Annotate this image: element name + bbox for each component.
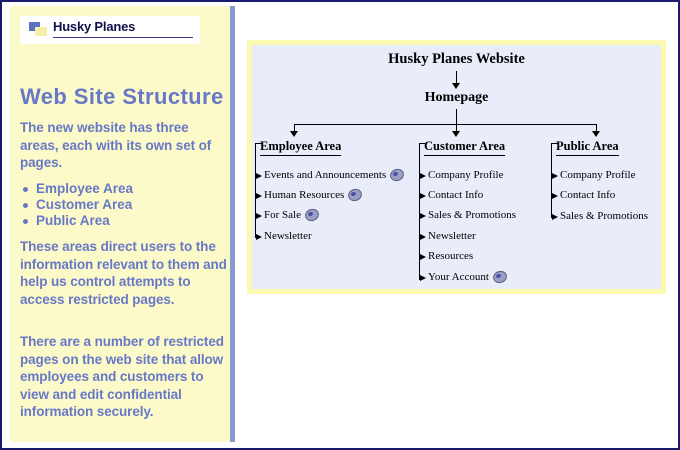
- item-label: Newsletter: [264, 230, 312, 242]
- logo-yellow-square: [35, 27, 47, 36]
- arrow-right-icon: [420, 275, 426, 281]
- item-label: Events and Announcements: [264, 169, 387, 181]
- site-structure-diagram: Husky Planes Website Homepage Employee A…: [247, 40, 666, 294]
- item-label: Contact Info: [560, 189, 616, 201]
- item-label: Human Resources: [264, 189, 345, 201]
- arrow-down-icon: [290, 131, 298, 137]
- arrow-right-icon: [256, 193, 262, 199]
- connector-root-to-homepage: [456, 71, 457, 85]
- public-spine-top: [551, 143, 558, 144]
- customer-spine-top: [419, 143, 426, 144]
- sidebar-area-list: Employee Area Customer Area Public Area: [22, 181, 133, 229]
- item-employee-2: For Sale: [264, 207, 321, 223]
- arrow-down-icon: [452, 131, 460, 137]
- arrow-right-icon: [420, 254, 426, 260]
- arrow-right-icon: [552, 173, 558, 179]
- sidebar-paragraph-1: The new website has three areas, each wi…: [20, 120, 212, 170]
- item-public-0: Company Profile: [560, 169, 635, 181]
- list-item: Public Area: [22, 213, 133, 229]
- logo-underline: [53, 37, 193, 38]
- arrow-right-icon: [552, 193, 558, 199]
- item-customer-0: Company Profile: [428, 169, 503, 181]
- diagram-root-title: Husky Planes Website: [388, 51, 525, 67]
- sidebar-divider: [230, 6, 235, 442]
- arrow-down-icon: [452, 83, 460, 89]
- connector-drop-employee: [294, 124, 295, 133]
- connector-drop-public: [596, 124, 597, 133]
- item-employee-3: Newsletter: [264, 230, 312, 242]
- arrow-right-icon: [256, 213, 262, 219]
- item-customer-4: Resources: [428, 250, 473, 262]
- list-item: Employee Area: [22, 181, 133, 197]
- item-employee-1: Human Resources: [264, 187, 364, 203]
- arrow-right-icon: [420, 173, 426, 179]
- item-customer-2: Sales & Promotions: [428, 209, 516, 221]
- secure-disc-icon: [491, 269, 509, 285]
- item-customer-3: Newsletter: [428, 230, 476, 242]
- item-label: For Sale: [264, 209, 301, 221]
- connector-branch-bus: [294, 124, 596, 125]
- sidebar: Husky Planes Web Site Structure The new …: [10, 6, 235, 442]
- secure-disc-icon: [388, 167, 406, 183]
- arrow-right-icon: [420, 193, 426, 199]
- column-header-employee-area: Employee Area: [260, 139, 342, 156]
- employee-spine-top: [255, 143, 262, 144]
- sidebar-paragraph-3: There are a number of restricted pages o…: [20, 334, 224, 419]
- logo-blue-square: [29, 22, 40, 31]
- item-employee-0: Events and Announcements: [264, 167, 406, 183]
- connector-homepage-stem: [456, 109, 457, 124]
- arrow-right-icon: [256, 173, 262, 179]
- arrow-right-icon: [552, 214, 558, 220]
- sidebar-paragraph-2: These areas direct users to the informat…: [20, 239, 227, 307]
- connector-drop-customer: [456, 124, 457, 133]
- employee-spine: [255, 143, 256, 238]
- item-public-1: Contact Info: [560, 189, 615, 201]
- secure-disc-icon: [346, 187, 364, 203]
- diagram-homepage-title: Homepage: [424, 90, 489, 105]
- item-label: Company Profile: [428, 169, 504, 181]
- column-header-public-area: Public Area: [556, 139, 619, 156]
- item-label: Contact Info: [428, 189, 484, 201]
- item-public-2: Sales & Promotions: [560, 210, 648, 222]
- item-label: Your Account: [428, 271, 489, 283]
- item-customer-5: Your Account: [428, 269, 509, 285]
- arrow-right-icon: [420, 213, 426, 219]
- item-label: Sales & Promotions: [560, 210, 649, 222]
- page-title: Web Site Structure: [20, 84, 224, 109]
- item-label: Company Profile: [560, 169, 636, 181]
- secure-disc-icon: [303, 207, 321, 223]
- arrow-down-icon: [592, 131, 600, 137]
- column-header-customer-area: Customer Area: [424, 139, 506, 156]
- item-label: Sales & Promotions: [428, 209, 517, 221]
- logo-box: Husky Planes: [20, 16, 200, 44]
- item-customer-1: Contact Info: [428, 189, 483, 201]
- public-spine: [551, 143, 552, 218]
- husky-planes-logo-icon: [29, 22, 49, 36]
- logo-text: Husky Planes: [53, 19, 136, 34]
- item-label: Newsletter: [428, 230, 476, 242]
- list-item: Customer Area: [22, 197, 133, 213]
- arrow-right-icon: [420, 234, 426, 240]
- customer-spine: [419, 143, 420, 280]
- arrow-right-icon: [256, 234, 262, 240]
- item-label: Resources: [428, 250, 474, 262]
